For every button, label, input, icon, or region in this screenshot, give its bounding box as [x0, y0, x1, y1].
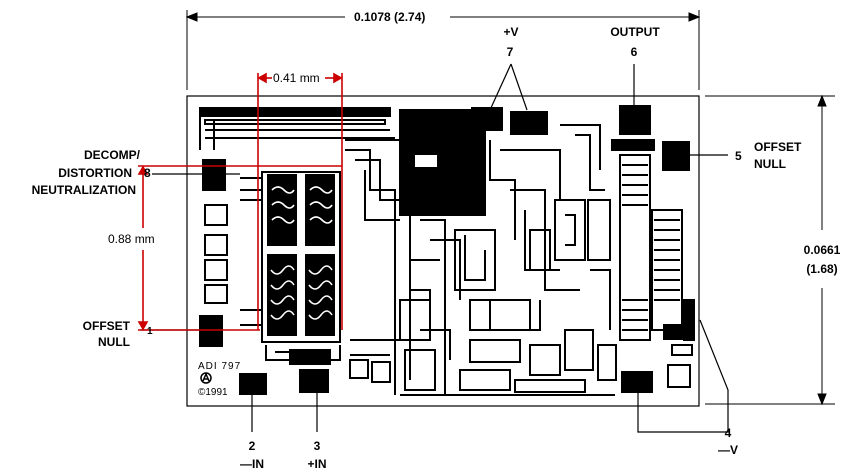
annotation-088mm — [137, 165, 342, 331]
die-marking-year: ©1991 — [198, 387, 228, 398]
pin6-name: OUTPUT — [610, 25, 660, 39]
annotation-041mm — [257, 72, 343, 330]
annotation-041mm-label: 0.41 mm — [272, 71, 321, 85]
height-dimension-label-mm: (1.68) — [806, 262, 838, 276]
pin7-name: +V — [503, 25, 519, 39]
pin4-name: —V — [717, 443, 738, 457]
height-dimension-label-value: 0.0661 — [803, 243, 841, 257]
pin7-leaders — [489, 63, 528, 111]
pin2-name: —IN — [240, 457, 264, 471]
pin8-name-line1: DECOMP/ — [83, 148, 140, 162]
pin6-number: 6 — [630, 45, 638, 59]
pin8-name-line3: NEUTRALIZATION — [31, 183, 136, 197]
width-dimension-label: 0.1078 (2.74) — [354, 10, 426, 24]
height-dimension — [705, 94, 835, 406]
die-circuitry — [199, 105, 695, 396]
pin5-number: 5 — [735, 149, 742, 163]
pin3-name: +IN — [307, 457, 327, 471]
pin2-number: 2 — [248, 439, 256, 453]
pin8-number: 8 — [144, 166, 151, 180]
die-logo-mark — [200, 372, 212, 384]
pin4-leader — [637, 319, 729, 433]
pin5-name-line2: NULL — [754, 157, 786, 171]
width-dimension — [185, 10, 701, 90]
pin1-number: 1 — [147, 326, 153, 337]
annotation-088mm-label: 0.88 mm — [107, 232, 156, 246]
pin5-name-line1: OFFSET — [754, 140, 802, 154]
pin1-name-line1: OFFSET — [82, 319, 130, 333]
pin7-number: 7 — [506, 45, 514, 59]
pin3-number: 3 — [313, 439, 321, 453]
pin8-name-line2: DISTORTION — [58, 166, 132, 180]
pin1-name-line2: NULL — [98, 335, 130, 349]
die-marking-part: ADI 797 — [198, 361, 242, 372]
pin4-number: 4 — [724, 426, 732, 440]
